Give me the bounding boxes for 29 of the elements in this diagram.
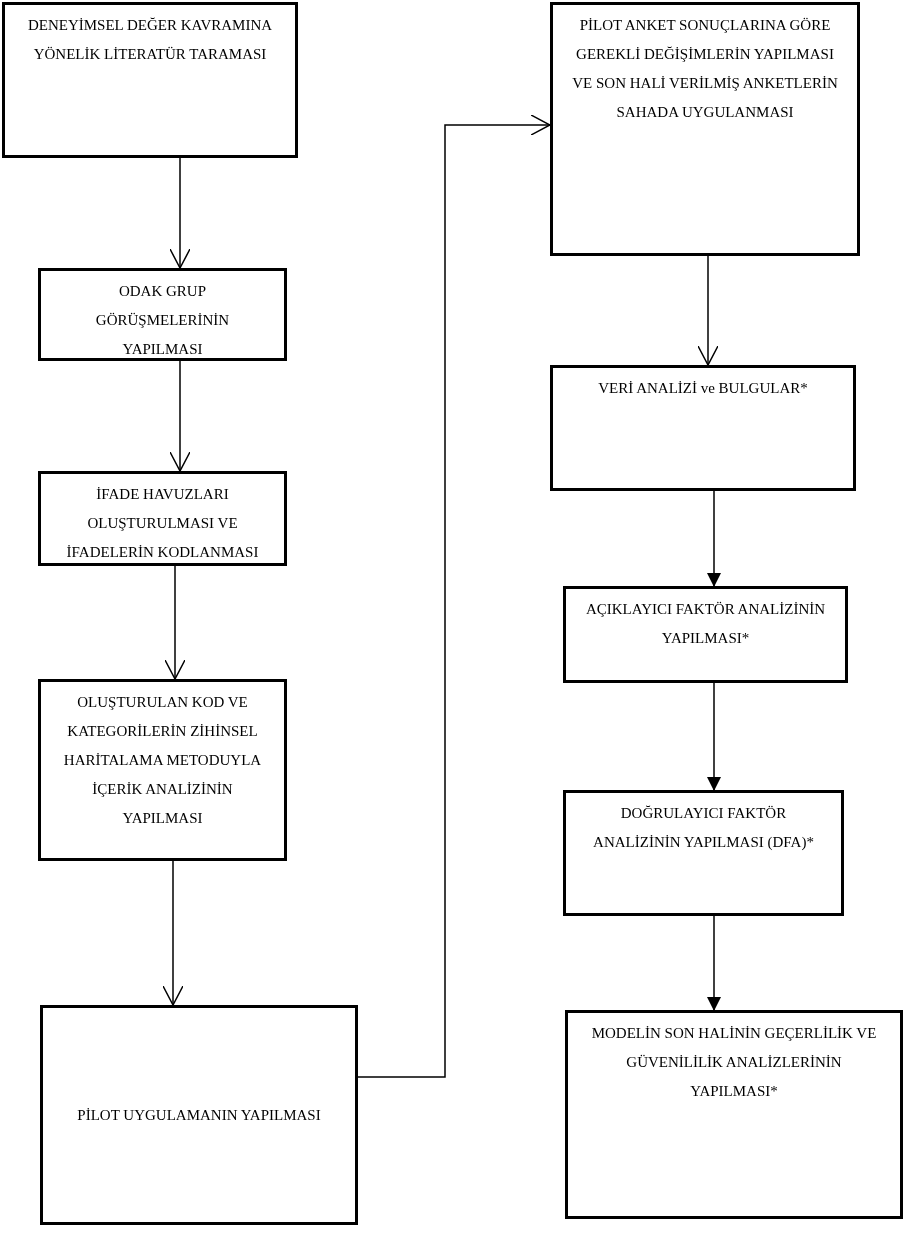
box-label: PİLOT ANKET SONUÇLARINA GÖRE GEREKLİ DEĞİŞİMLERİN YAPILMASI VE SON HALİ VERİLMİŞ ANKETLERİN SAHADA UYGULANMASI	[571, 16, 839, 122]
process-box	[550, 365, 856, 491]
arrow	[707, 682, 721, 791]
process-box	[563, 790, 844, 916]
box-label: ODAK GRUP GÖRÜŞMELERİNİN YAPILMASI	[94, 282, 231, 359]
arrow	[169, 360, 191, 472]
box-label: OLUŞTURULAN KOD VE KATEGORİLERİN ZİHİNSEL HARİTALAMA METODUYLA İÇERİK ANALİZİNİN YAPILMASI	[62, 693, 263, 828]
process-box	[38, 679, 287, 861]
process-box	[550, 2, 860, 256]
process-box	[2, 2, 298, 158]
box-label: AÇIKLAYICI FAKTÖR ANALİZİNİN YAPILMASI*	[584, 600, 827, 648]
arrow	[169, 157, 191, 269]
box-label: VERİ ANALİZİ ve BULGULAR*	[598, 379, 808, 398]
arrow	[707, 490, 721, 587]
arrow	[162, 860, 184, 1006]
arrow	[357, 114, 551, 1078]
arrow	[164, 565, 186, 680]
process-box	[40, 1005, 358, 1225]
process-box	[38, 268, 287, 361]
box-label: PİLOT UYGULAMANIN YAPILMASI	[77, 1105, 321, 1125]
box-label: DENEYİMSEL DEĞER KAVRAMINA YÖNELİK LİTERATÜR TARAMASI	[26, 16, 274, 64]
box-label: MODELİN SON HALİNİN GEÇERLİLİK VE GÜVENİLİLİK ANALİZLERİNİN YAPILMASI*	[590, 1024, 878, 1101]
arrow	[697, 255, 719, 366]
arrow	[707, 915, 721, 1011]
box-label: İFADE HAVUZLARI OLUŞTURULMASI VE İFADELERİN KODLANMASI	[65, 485, 260, 562]
process-box	[38, 471, 287, 566]
process-box	[563, 586, 848, 683]
process-box	[565, 1010, 903, 1219]
box-label: DOĞRULAYICI FAKTÖR ANALİZİNİN YAPILMASI (DFA)*	[592, 804, 815, 852]
